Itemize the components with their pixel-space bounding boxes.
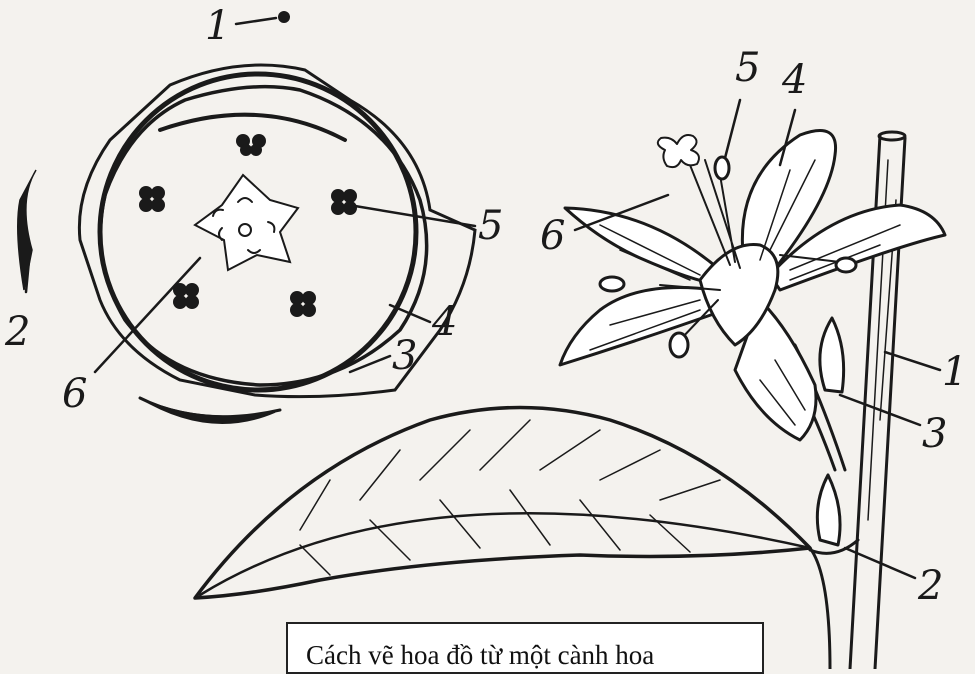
stem-top <box>879 132 905 140</box>
label-corolla: 4 <box>432 302 457 342</box>
label-pistil: 6 <box>62 374 87 414</box>
ovary <box>195 175 298 270</box>
b-leader-5 <box>725 100 740 158</box>
stamen-top <box>236 134 266 156</box>
label-stamen: 5 <box>478 206 503 246</box>
leaf-veins <box>300 420 720 575</box>
leader-1 <box>236 18 276 24</box>
stigma <box>658 135 699 167</box>
caption-box: Cách vẽ hoa đồ từ một cành hoa <box>286 622 764 674</box>
pedicel-bract <box>820 318 844 392</box>
corolla-arc <box>160 115 345 140</box>
stamen-bottom-right <box>290 291 316 317</box>
anther-top <box>715 157 729 179</box>
axis-dot <box>278 11 290 23</box>
caption-text: Cách vẽ hoa đồ từ một cành hoa <box>306 640 654 671</box>
leader-6 <box>95 258 200 372</box>
leaf <box>195 408 810 599</box>
label-branch-bract: 2 <box>918 566 943 606</box>
label-branch-bracteole: 3 <box>922 414 947 454</box>
stamen-left <box>139 186 165 212</box>
label-branch-pistil: 6 <box>540 216 565 256</box>
stamen-bottom-left <box>173 283 199 309</box>
node-bract <box>817 475 840 545</box>
label-bract: 2 <box>5 312 30 352</box>
petal-bottom-left <box>560 288 725 366</box>
label-branch-stem: 1 <box>942 352 967 392</box>
label-branch-petal: 4 <box>782 60 807 100</box>
label-calyx: 3 <box>392 336 417 376</box>
stamen-right <box>331 189 357 215</box>
anther-bottom <box>670 333 688 357</box>
bract-bottom <box>140 398 275 423</box>
label-axis: 1 <box>205 6 230 46</box>
bract-bottom-outline <box>140 398 280 417</box>
anther-left <box>600 277 624 291</box>
anther-right <box>836 258 856 272</box>
label-branch-stamen: 5 <box>735 48 760 88</box>
